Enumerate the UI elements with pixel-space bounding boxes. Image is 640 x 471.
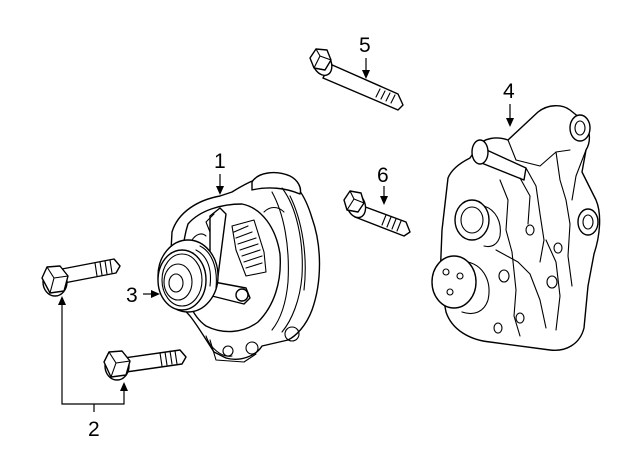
pulley bbox=[157, 239, 219, 313]
bolt-upper bbox=[41, 258, 121, 297]
callout-leaders bbox=[58, 58, 514, 412]
bracket bbox=[431, 105, 601, 351]
bolt-lower bbox=[103, 349, 187, 381]
bolt-short bbox=[343, 190, 411, 237]
bolt-long bbox=[309, 48, 404, 111]
callout-3-label: 3 bbox=[126, 284, 138, 307]
callout-1-label: 1 bbox=[214, 150, 226, 173]
callout-6-label: 6 bbox=[377, 164, 389, 187]
callout-2-label: 2 bbox=[88, 418, 100, 441]
callout-5-label: 5 bbox=[359, 34, 371, 57]
callout-4-label: 4 bbox=[503, 80, 515, 103]
